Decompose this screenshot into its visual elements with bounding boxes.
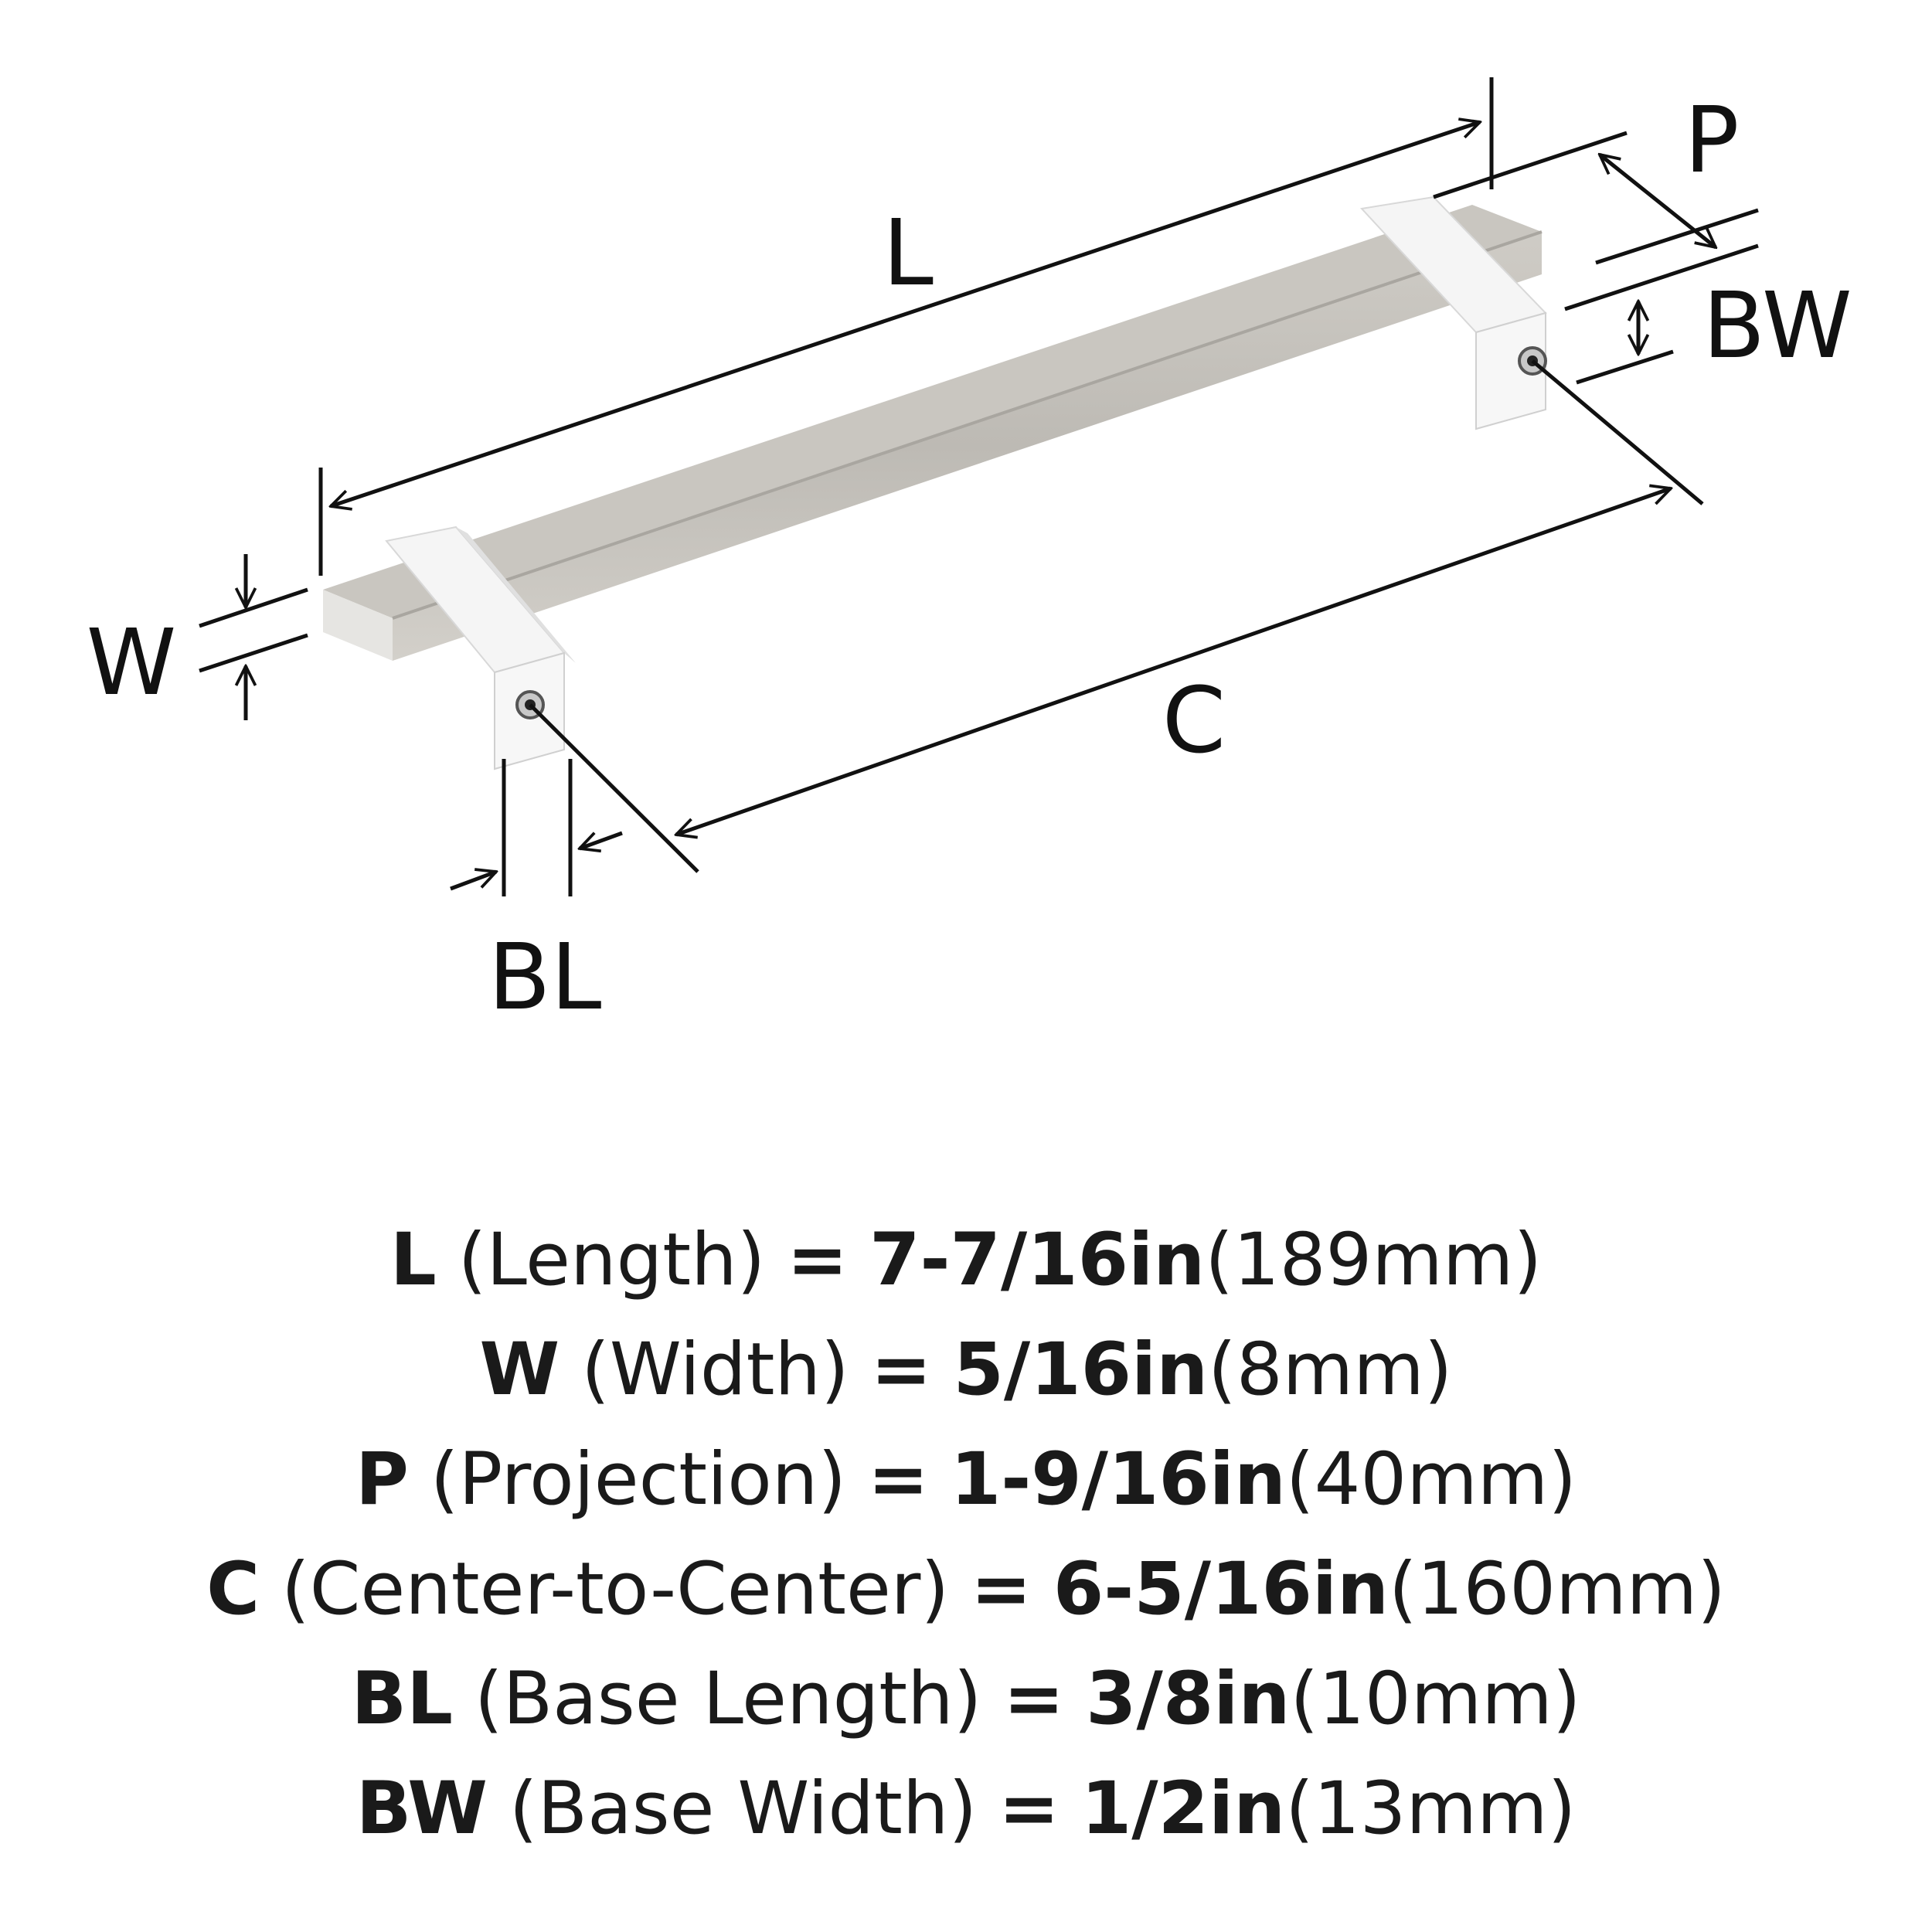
BL-arrow-left xyxy=(450,872,496,891)
spec-metric: (13mm) xyxy=(1285,1767,1577,1851)
spec-equals: = xyxy=(998,1767,1060,1851)
label-L: L xyxy=(883,199,934,306)
spec-projection: P(Projection)=1-9/16in(40mm) xyxy=(0,1425,1932,1535)
spec-length: L(Length)=7-7/16in(189mm) xyxy=(0,1206,1932,1315)
label-P: P xyxy=(1684,87,1739,193)
BW-extension-top xyxy=(1564,243,1759,311)
spec-imperial: 1/2in xyxy=(1080,1767,1286,1851)
spec-code: C xyxy=(206,1547,260,1631)
BW-extension-bottom xyxy=(1576,349,1674,385)
spec-equals: = xyxy=(971,1547,1032,1631)
C-dimension-arrow xyxy=(676,488,1671,835)
spec-code: L xyxy=(389,1218,437,1302)
spec-name: (Center-to-Center) xyxy=(281,1547,950,1631)
bar-side-face xyxy=(393,232,1542,661)
W-extension-bottom xyxy=(199,633,308,673)
spec-equals: = xyxy=(870,1328,932,1412)
spec-equals: = xyxy=(1003,1657,1065,1741)
spec-equals: = xyxy=(868,1437,929,1522)
L-dimension-arrow xyxy=(331,122,1480,506)
spec-metric: (8mm) xyxy=(1208,1328,1453,1412)
spec-name: (Length) xyxy=(457,1218,766,1302)
spec-imperial: 7-7/16in xyxy=(869,1218,1206,1302)
spec-code: P xyxy=(355,1437,409,1522)
spec-code: W xyxy=(479,1328,560,1412)
spec-metric: (10mm) xyxy=(1290,1657,1581,1741)
label-BW: BW xyxy=(1702,272,1852,379)
spec-width: W(Width)=5/16in(8mm) xyxy=(0,1315,1932,1425)
spec-imperial: 5/16in xyxy=(953,1328,1209,1412)
spec-code: BW xyxy=(355,1767,488,1851)
spec-code: BL xyxy=(351,1657,454,1741)
P-dimension-arrow xyxy=(1600,155,1716,247)
spec-center-to-center: C(Center-to-Center)=6-5/16in(160mm) xyxy=(0,1535,1932,1645)
label-C: C xyxy=(1162,667,1226,774)
spec-metric: (40mm) xyxy=(1285,1437,1577,1522)
BL-arrow-right xyxy=(580,831,623,849)
C-extension-right xyxy=(1531,359,1704,505)
label-W: W xyxy=(87,609,177,716)
W-extension-top xyxy=(199,587,308,628)
spec-base-length: BL(Base Length)=3/8in(10mm) xyxy=(0,1645,1932,1754)
C-extension-left xyxy=(529,703,699,873)
handle-dimension-diagram: L P BW C W BL xyxy=(87,77,1852,1030)
spec-base-width: BW(Base Width)=1/2in(13mm) xyxy=(0,1754,1932,1864)
spec-metric: (189mm) xyxy=(1205,1218,1543,1302)
spec-imperial: 6-5/16in xyxy=(1053,1547,1389,1631)
spec-name: (Width) xyxy=(581,1328,849,1412)
label-BL: BL xyxy=(488,923,602,1030)
dimension-lines xyxy=(199,77,1759,896)
P-extension-top xyxy=(1433,131,1628,199)
spec-equals: = xyxy=(787,1218,849,1302)
dimension-spec-list: L(Length)=7-7/16in(189mm) W(Width)=5/16i… xyxy=(0,1206,1932,1864)
bar-front-face xyxy=(323,590,393,661)
bar-edge-line xyxy=(392,230,1543,620)
spec-metric: (160mm) xyxy=(1389,1547,1726,1631)
spec-imperial: 1-9/16in xyxy=(950,1437,1286,1522)
left-base-side xyxy=(456,527,576,663)
spec-imperial: 3/8in xyxy=(1086,1657,1291,1741)
spec-name: (Base Length) xyxy=(474,1657,982,1741)
spec-name: (Projection) xyxy=(430,1437,847,1522)
spec-name: (Base Width) xyxy=(509,1767,978,1851)
